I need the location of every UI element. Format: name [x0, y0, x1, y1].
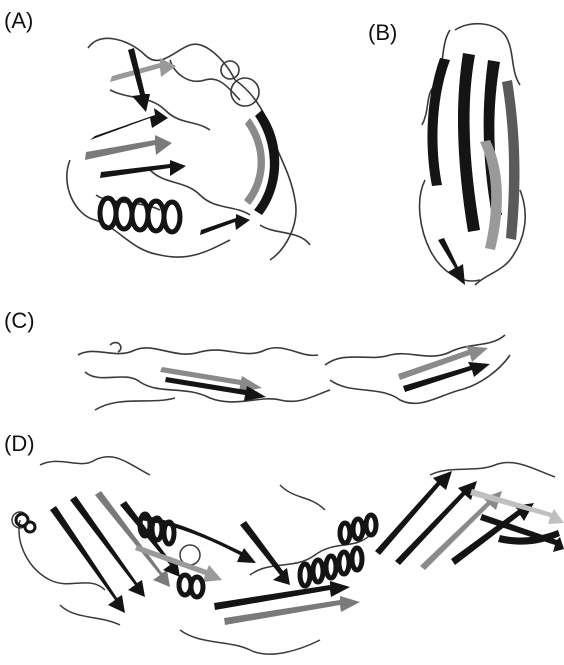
- panel-a-strand: [128, 48, 150, 112]
- panel-a-strand: [244, 118, 265, 205]
- panel-a: (A): [0, 0, 330, 285]
- panel-a-strand: [90, 108, 168, 140]
- panel-d-strand: [451, 503, 534, 565]
- panel-d-strand: [135, 545, 222, 582]
- panel-b-strand: [458, 53, 480, 232]
- panel-d: (D): [0, 425, 564, 665]
- panel-b: (B): [330, 0, 564, 300]
- panel-a-ribbon-structure: [0, 0, 330, 285]
- panel-b-strand: [502, 80, 519, 240]
- panel-c: (C): [0, 300, 564, 425]
- panel-b-strand: [427, 58, 450, 186]
- panel-c-ribbon-structure: [0, 300, 564, 425]
- panel-c-strand: [403, 362, 490, 392]
- panel-a-strand: [85, 135, 172, 160]
- panel-b-strand: [438, 238, 465, 285]
- panel-a-strand: [110, 58, 176, 82]
- panel-b-ribbon-structure: [330, 0, 564, 300]
- panel-a-strand: [100, 160, 186, 178]
- panel-a-strand: [200, 214, 250, 235]
- panel-d-ribbon-structure: [0, 425, 564, 665]
